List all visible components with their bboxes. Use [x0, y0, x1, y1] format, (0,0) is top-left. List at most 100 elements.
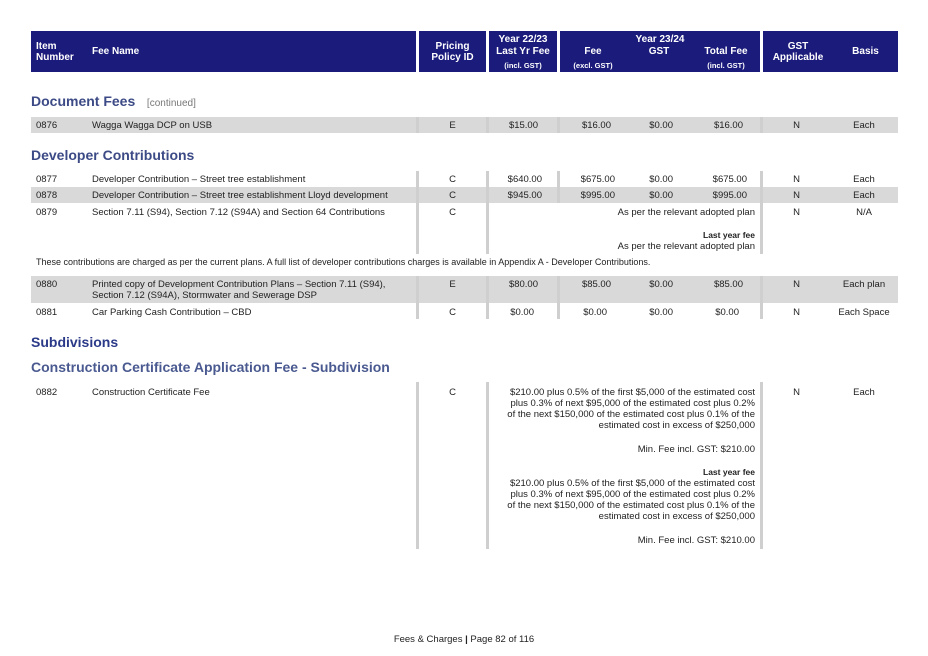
table-row	[31, 187, 898, 203]
fee-description: As per the relevant adopted plan	[617, 207, 755, 218]
fee-name: Wagga Wagga DCP on USB	[92, 120, 213, 131]
pricing-policy: E	[449, 279, 456, 290]
last-year-min-fee: Min. Fee incl. GST: $210.00	[637, 535, 755, 546]
gst-applicable: N	[793, 279, 800, 290]
gst-amount: $0.00	[649, 120, 673, 131]
fee-formula-line: $210.00 plus 0.5% of the first $5,000 of…	[509, 387, 755, 398]
section-developer-contributions: Developer Contributions	[31, 147, 195, 163]
section-construction-certificate: Construction Certificate Application Fee…	[31, 359, 390, 375]
basis: Each	[853, 174, 875, 185]
gst-applicable: N	[793, 387, 800, 398]
min-fee: Min. Fee incl. GST: $210.00	[637, 444, 755, 455]
last-year-formula-line: of the next $150,000 of the estimated co…	[507, 500, 755, 511]
pricing-policy: C	[449, 387, 456, 398]
fee-name: Section 7.11 (S94), Section 7.12 (S94A) …	[92, 207, 385, 218]
basis: Each	[853, 387, 875, 398]
total-fee: $0.00	[715, 307, 739, 318]
basis: N/A	[856, 207, 872, 218]
item-number: 0877	[36, 174, 58, 185]
last-year-label: Last year fee	[703, 467, 755, 477]
pricing-policy: C	[449, 207, 456, 218]
pricing-policy: C	[449, 174, 456, 185]
header-total-incl-gst: (incl. GST)	[707, 61, 745, 70]
fee-formula-line: of the next $150,000 of the estimated co…	[507, 409, 755, 420]
table-row	[31, 117, 898, 133]
table-header-gst-basis	[763, 31, 898, 72]
header-year-curr: Year 23/24	[635, 34, 685, 45]
basis: Each	[853, 190, 875, 201]
gst-amount: $0.00	[649, 307, 673, 318]
header-pricing-policy: Pricing Policy ID	[431, 41, 474, 63]
item-number: 0882	[36, 387, 58, 398]
item-number: 0880	[36, 279, 58, 290]
header-gst-applicable: GST Applicable	[772, 41, 824, 63]
fee-excl-gst: $675.00	[580, 174, 615, 185]
header-year-prev: Year 22/23	[498, 34, 548, 45]
pricing-policy: C	[449, 190, 456, 201]
header-fee-excl-gst: (excl. GST)	[573, 61, 613, 70]
footer-separator: |	[465, 634, 468, 645]
last-yr-fee: $0.00	[510, 307, 534, 318]
page-footer: Fees & Charges | Page 82 of 116	[0, 634, 928, 645]
fee-formula-line: plus 0.3% of next $95,000 of the estimat…	[510, 398, 755, 409]
header-fee: Fee	[584, 46, 602, 57]
table-header-curr-year	[560, 31, 760, 72]
item-number: 0878	[36, 190, 58, 201]
gst-applicable: N	[793, 120, 800, 131]
fee-name: Developer Contribution – Street tree est…	[92, 190, 388, 201]
fee-name: Construction Certificate Fee	[92, 387, 210, 398]
item-number: 0881	[36, 307, 58, 318]
gst-applicable: N	[793, 174, 800, 185]
gst-applicable: N	[793, 307, 800, 318]
fee-name: Developer Contribution – Street tree est…	[92, 174, 306, 185]
header-last-yr-fee: Last Yr Fee	[496, 46, 550, 57]
last-year-formula-line: $210.00 plus 0.5% of the first $5,000 of…	[509, 478, 755, 489]
item-number: 0876	[36, 120, 58, 131]
last-year-label: Last year fee	[703, 230, 755, 240]
item-number: 0879	[36, 207, 58, 218]
basis: Each Space	[838, 307, 890, 318]
contributions-note: These contributions are charged as per t…	[36, 257, 651, 267]
last-yr-fee: $80.00	[508, 279, 538, 290]
gst-amount: $0.00	[649, 279, 673, 290]
fee-excl-gst: $85.00	[581, 279, 611, 290]
table-header-pricing	[419, 31, 486, 72]
gst-applicable: N	[793, 207, 800, 218]
total-fee: $16.00	[713, 120, 743, 131]
header-fee-name: Fee Name	[92, 46, 140, 57]
fee-excl-gst: $16.00	[581, 120, 611, 131]
total-fee: $85.00	[713, 279, 743, 290]
fee-name-line1: Printed copy of Development Contribution…	[92, 279, 386, 290]
total-fee: $995.00	[712, 190, 747, 201]
pricing-policy: C	[449, 307, 456, 318]
gst-applicable: N	[793, 190, 800, 201]
footer-title: Fees & Charges	[393, 634, 463, 645]
fee-formula-line: estimated cost in excess of $250,000	[598, 420, 755, 431]
gst-amount: $0.00	[649, 174, 673, 185]
header-total-fee: Total Fee	[704, 46, 748, 57]
footer-page-number: Page 82 of 116	[470, 634, 535, 645]
last-year-description: As per the relevant adopted plan	[617, 241, 755, 252]
header-gst: GST	[648, 46, 670, 57]
table-header	[31, 31, 416, 72]
total-fee: $675.00	[712, 174, 747, 185]
fee-name-line2: Section 7.12 (S94A), Stormwater and Sewe…	[92, 290, 317, 301]
last-yr-fee: $945.00	[507, 190, 542, 201]
last-yr-fee: $640.00	[507, 174, 542, 185]
last-year-formula-line: estimated cost in excess of $250,000	[598, 511, 755, 522]
fee-excl-gst: $0.00	[583, 307, 607, 318]
gst-amount: $0.00	[649, 190, 673, 201]
last-year-formula-line: plus 0.3% of next $95,000 of the estimat…	[510, 489, 755, 500]
table-row	[31, 276, 898, 303]
last-yr-fee: $15.00	[508, 120, 538, 131]
header-last-incl-gst: (incl. GST)	[504, 61, 542, 70]
section-subdivisions: Subdivisions	[31, 334, 119, 350]
header-item-number: Item Number	[36, 41, 74, 63]
header-basis: Basis	[852, 46, 879, 57]
fee-name: Car Parking Cash Contribution – CBD	[92, 307, 252, 318]
section-document-fees: Document Fees [continued]	[31, 93, 196, 109]
fee-excl-gst: $995.00	[580, 190, 615, 201]
basis: Each plan	[842, 279, 886, 290]
basis: Each	[853, 120, 875, 131]
pricing-policy: E	[449, 120, 456, 131]
